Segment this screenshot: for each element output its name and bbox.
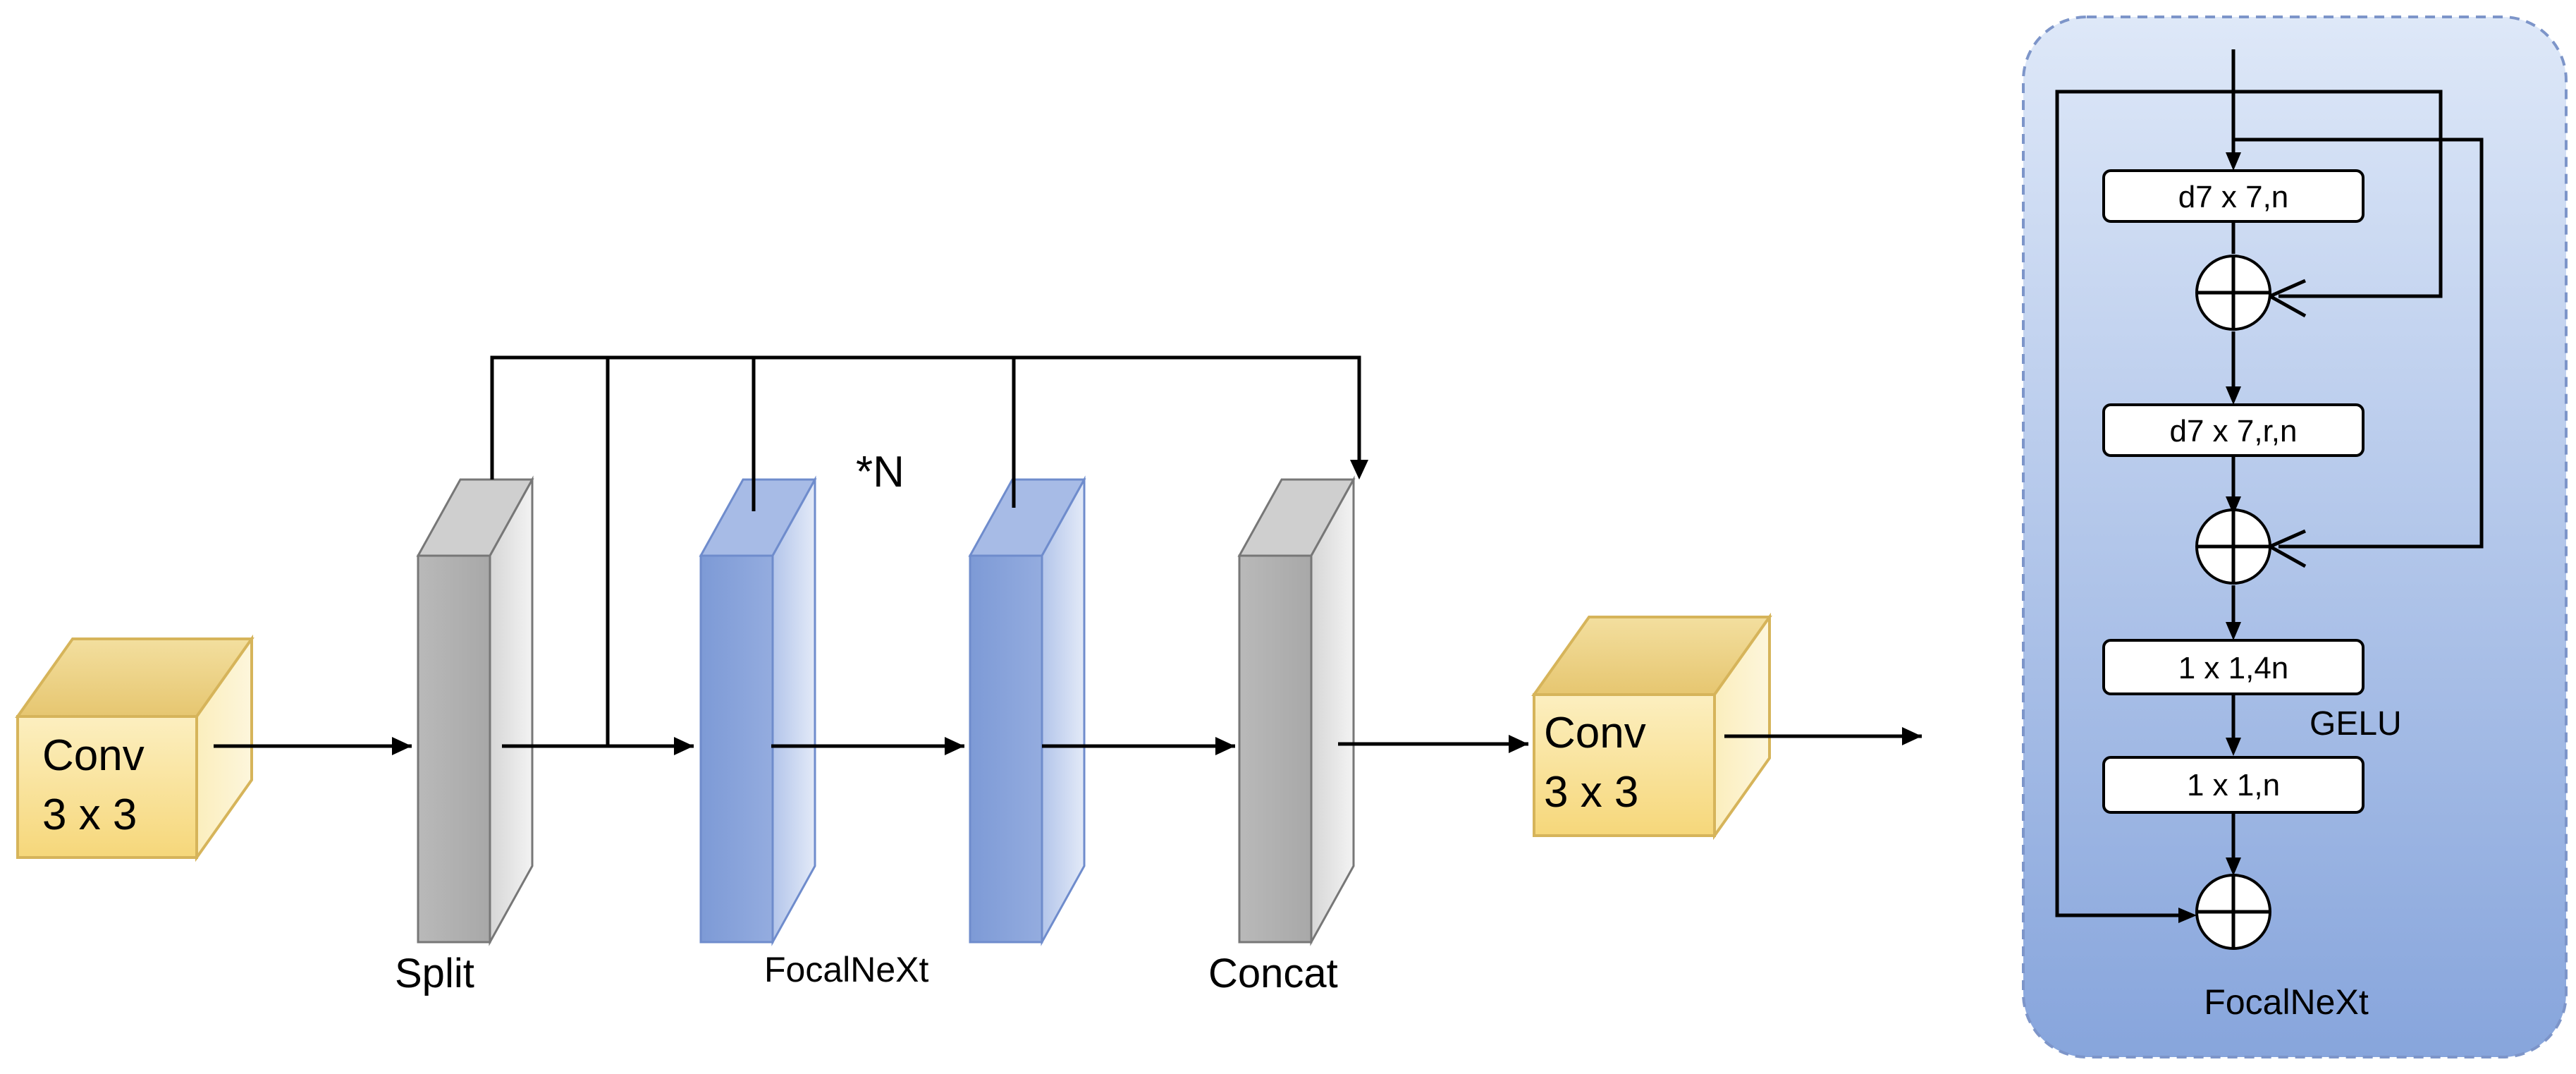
input-conv-block: Conv 3 x 3 (15, 634, 254, 862)
output-conv-label-line2: 3 x 3 (1544, 768, 1638, 817)
focalnext-detail-panel: d7 x 7,n d7 x 7,r,n 1 x 1,4n GELU 1 x 1,… (2022, 16, 2568, 1058)
detail-panel-title: FocalNeXt (2204, 982, 2369, 1022)
detail-box-1-label: d7 x 7,n (2178, 180, 2289, 214)
detail-box-3: 1 x 1,4n (2102, 639, 2365, 695)
detail-box-2-label: d7 x 7,r,n (2169, 414, 2297, 448)
detail-flow-connectors (2055, 49, 2484, 923)
focalnext-block-1 (699, 475, 817, 946)
detail-box-4-label: 1 x 1,n (2187, 768, 2280, 803)
input-conv-label-line1: Conv (42, 731, 145, 780)
main-flow-connectors (214, 355, 1922, 755)
output-conv-block: Conv 3 x 3 (1531, 612, 1772, 841)
detail-box-2: d7 x 7,r,n (2102, 403, 2365, 457)
repeat-label: *N (856, 448, 904, 496)
detail-box-4: 1 x 1,n (2102, 756, 2365, 814)
gelu-label: GELU (2310, 705, 2402, 743)
input-conv-label-line2: 3 x 3 (42, 791, 137, 839)
focalnext-label: FocalNeXt (764, 950, 929, 989)
split-label: Split (395, 951, 474, 996)
adder-3 (2195, 874, 2271, 950)
detail-box-3-label: 1 x 1,4n (2178, 651, 2289, 685)
focalnext-block-2 (968, 475, 1086, 946)
adder-2 (2195, 508, 2271, 585)
output-conv-label-line1: Conv (1544, 709, 1646, 757)
concat-block: Concat (1208, 475, 1356, 996)
detail-box-1: d7 x 7,n (2102, 169, 2365, 223)
concat-label: Concat (1208, 951, 1338, 996)
split-block: Split (395, 475, 534, 996)
adder-1 (2195, 255, 2271, 331)
skip-connection-top (490, 355, 1361, 480)
